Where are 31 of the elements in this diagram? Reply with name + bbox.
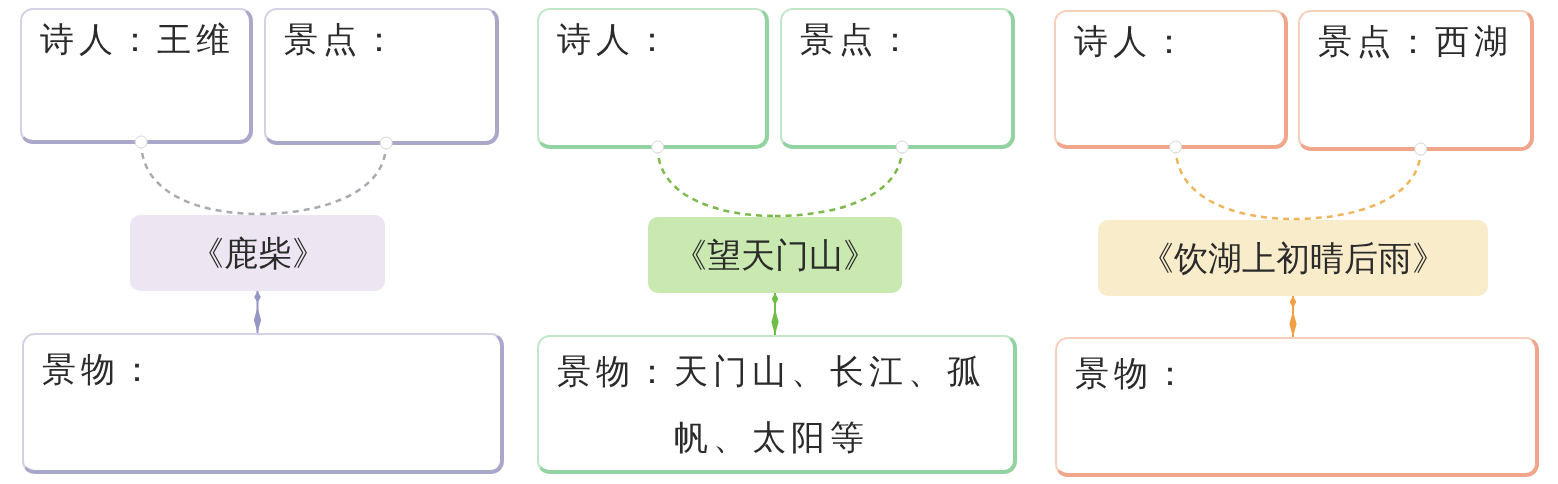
dashed-connector [651, 140, 776, 218]
answer-box [537, 335, 1017, 474]
connector-line [253, 290, 262, 334]
connector-line [1289, 295, 1297, 338]
answer-box [537, 8, 769, 149]
connector-line [771, 292, 779, 336]
answer-box [1055, 337, 1539, 477]
title-banner [1098, 220, 1488, 296]
prompt-text: 景物：天门山、长江、孤帆、太阳等 [556, 350, 987, 459]
prompt-text: 景点：西湖 [1317, 20, 1514, 61]
answer-box [1054, 10, 1288, 149]
answer-box [22, 333, 504, 474]
prompt-text: 景物： [41, 348, 160, 391]
poem-title: 《鹿柴》 [189, 232, 326, 274]
prompt-text: 景点： [799, 18, 918, 59]
prompt-text: 诗人：王维 [39, 18, 236, 59]
title-banner [648, 217, 902, 293]
answer-box [780, 8, 1015, 149]
answer-box [264, 8, 499, 145]
answer-box [1298, 10, 1534, 151]
poem-title: 《望天门山》 [673, 234, 877, 276]
prompt-text: 景点： [283, 18, 402, 59]
prompt-text: 景物： [1074, 352, 1193, 395]
prompt-text: 诗人： [556, 18, 675, 59]
poem-title: 《饮湖上初晴后雨》 [1140, 237, 1446, 279]
prompt-text: 诗人： [1073, 20, 1192, 61]
title-banner [130, 215, 385, 291]
answer-box [20, 8, 253, 144]
dashed-connector [1292, 142, 1428, 221]
dashed-connector [257, 136, 393, 216]
dashed-connector [774, 140, 909, 218]
